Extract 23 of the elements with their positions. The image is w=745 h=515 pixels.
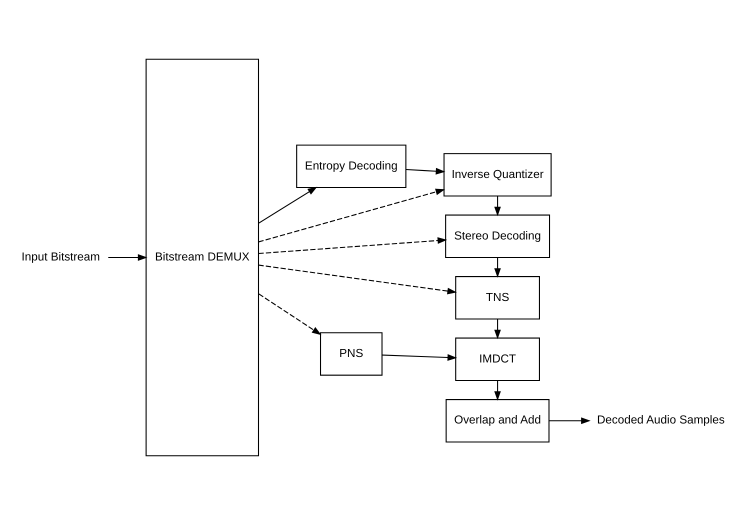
- node-box: IMDCT: [454, 338, 540, 382]
- arrow: [258, 237, 447, 254]
- node-box: TNS: [454, 276, 540, 320]
- node-box: Inverse Quantizer: [443, 153, 552, 197]
- arrow: [258, 188, 445, 242]
- arrow: [258, 186, 317, 224]
- arrow: [258, 264, 456, 294]
- arrow: [382, 354, 457, 361]
- arrow: [494, 319, 500, 340]
- arrow: [258, 294, 321, 336]
- node-box: Bitstream DEMUX: [145, 58, 259, 456]
- node-text: Decoded Audio Samples: [596, 414, 724, 427]
- arrow: [108, 254, 147, 261]
- node-box: Stereo Decoding: [444, 214, 550, 258]
- node-box: PNS: [320, 332, 382, 376]
- arrow: [548, 417, 590, 424]
- arrow: [494, 196, 500, 216]
- arrow: [494, 258, 500, 278]
- node-box: Overlap and Add: [445, 399, 550, 442]
- node-text: Input Bitstream: [21, 250, 100, 264]
- node-box: Entropy Decoding: [296, 144, 406, 188]
- arrow: [405, 168, 445, 175]
- arrow: [494, 380, 500, 401]
